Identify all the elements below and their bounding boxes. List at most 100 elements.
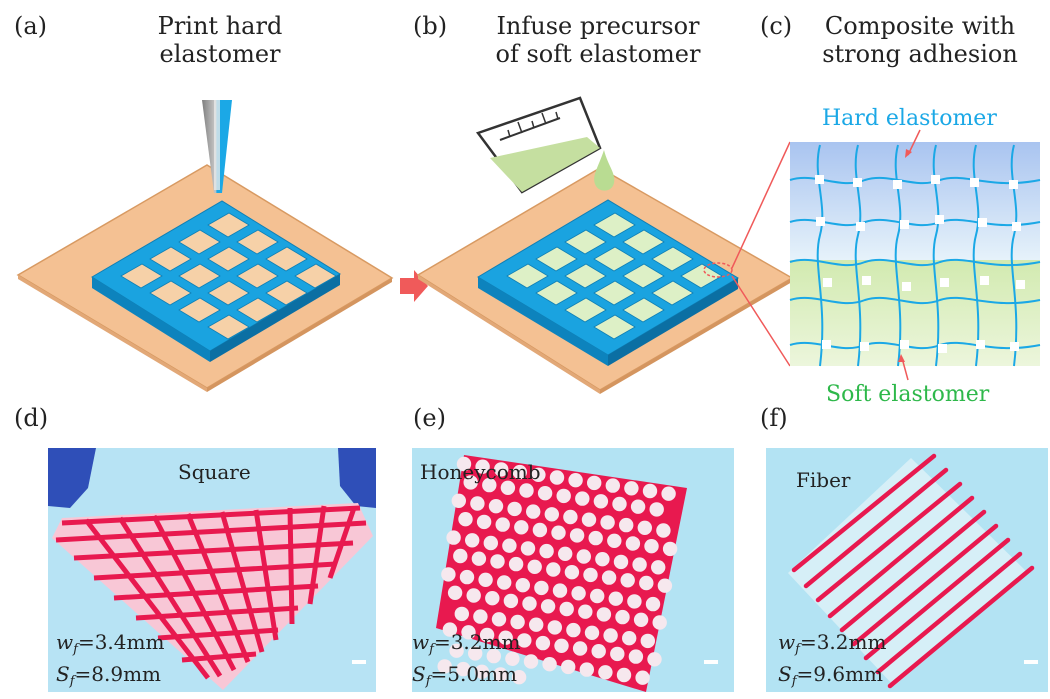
- honeycomb-cell-29: [563, 509, 578, 525]
- honeycomb-cell-43: [607, 533, 622, 548]
- panel-e-label: (e): [413, 404, 446, 432]
- honeycomb-cell-16: [537, 486, 553, 501]
- honeycomb-cell-10: [642, 483, 658, 499]
- honeycomb-cell-78: [571, 586, 586, 601]
- honeycomb-cell-48: [465, 533, 480, 548]
- honeycomb-cell-127: [616, 667, 632, 683]
- photo-fiber: Fiber wf=3.2mm Sf=9.6mm: [766, 448, 1048, 692]
- scale-bar-f: [1024, 660, 1038, 664]
- honeycomb-cell-31: [600, 515, 615, 530]
- honeycomb-cell-110: [517, 633, 532, 648]
- honeycomb-cell-64: [546, 562, 561, 577]
- honeycomb-cell-73: [478, 572, 493, 587]
- honeycomb-cell-87: [522, 596, 537, 611]
- honeycomb-cell-103: [603, 628, 618, 643]
- honeycomb-cell-25: [488, 499, 504, 514]
- panel-b-label: (b): [413, 12, 448, 40]
- honeycomb-cell-12: [463, 475, 478, 490]
- honeycomb-cell-62: [508, 556, 524, 572]
- honeycomb-cell-57: [632, 557, 647, 572]
- honeycomb-cell-5: [549, 470, 565, 485]
- honeycomb-cell-53: [558, 546, 573, 561]
- honeycomb-cell-104: [622, 631, 637, 646]
- width-spacing-readout-d: wf=3.4mm Sf=8.9mm: [56, 630, 165, 689]
- honeycomb-cell-131: [474, 664, 490, 679]
- panel-a-title: Print hard elastomer: [157, 12, 283, 68]
- honeycomb-cell-38: [514, 520, 529, 535]
- honeycomb-cell-49: [483, 535, 498, 551]
- honeycomb-cell-11: [661, 486, 676, 501]
- honeycomb-cell-97: [491, 612, 507, 627]
- honeycomb-cell-60: [471, 551, 487, 566]
- honeycomb-cell-15: [519, 483, 534, 498]
- honeycomb-cell-27: [526, 504, 541, 519]
- honeycomb-cell-26: [507, 501, 522, 517]
- honeycomb-cell-4: [531, 467, 546, 482]
- panel-c-title-line2: strong adhesion: [822, 40, 1018, 68]
- honeycomb-cell-72: [459, 569, 475, 585]
- honeycomb-cell-19: [593, 494, 609, 509]
- honeycomb-cell-121: [505, 651, 520, 666]
- honeycomb-lattice-sample: [412, 448, 734, 692]
- honeycomb-cell-7: [587, 475, 602, 491]
- honeycomb-cell-69: [639, 575, 654, 591]
- honeycomb-cell-67: [601, 570, 617, 585]
- beaker-icon: [475, 96, 602, 194]
- soft-elastomer-label: Soft elastomer: [826, 382, 990, 407]
- honeycomb-cell-52: [539, 543, 554, 559]
- honeycomb-cell-114: [591, 644, 606, 659]
- composite-zoom-c: [789, 129, 1041, 381]
- honeycomb-cell-112: [554, 638, 569, 653]
- honeycomb-cell-46: [662, 541, 678, 557]
- honeycomb-cell-63: [527, 559, 542, 574]
- panel-b-title: Infuse precursor of soft elastomer: [478, 12, 718, 68]
- honeycomb-cell-86: [503, 593, 519, 609]
- honeycomb-cell-115: [610, 646, 625, 662]
- honeycomb-cell-6: [568, 473, 583, 488]
- square-lattice-sample: [48, 448, 376, 692]
- honeycomb-cell-23: [451, 493, 466, 508]
- honeycomb-cell-3: [512, 464, 527, 480]
- honeycomb-cell-91: [596, 607, 612, 622]
- honeycomb-cell-83: [447, 585, 463, 600]
- honeycomb-cell-14: [500, 480, 516, 495]
- honeycomb-cell-0: [456, 456, 472, 472]
- honeycomb-cell-101: [566, 622, 581, 638]
- honeycomb-cell-122: [523, 654, 539, 669]
- honeycomb-cell-82: [645, 596, 661, 612]
- panel-c-title: Composite with strong adhesion: [800, 12, 1040, 68]
- panel-b-title-line2: of soft elastomer: [495, 40, 701, 68]
- honeycomb-cell-108: [479, 627, 495, 643]
- lattice-infused-b: [477, 199, 739, 366]
- honeycomb-cell-75: [515, 578, 530, 593]
- honeycomb-cell-85: [485, 591, 500, 606]
- honeycomb-cell-45: [644, 539, 659, 554]
- schematic-drawings: [16, 96, 1041, 394]
- width-spacing-readout-f: wf=3.2mm Sf=9.6mm: [778, 630, 887, 689]
- honeycomb-cell-41: [569, 528, 585, 543]
- honeycomb-cell-30: [581, 512, 597, 527]
- honeycomb-cell-34: [656, 523, 671, 538]
- honeycomb-cell-119: [468, 646, 483, 661]
- honeycomb-cell-133: [511, 670, 527, 685]
- honeycomb-cell-128: [635, 670, 650, 685]
- honeycomb-cell-40: [551, 525, 566, 540]
- honeycomb-cell-79: [590, 588, 605, 604]
- honeycomb-cell-2: [494, 462, 509, 477]
- honeycomb-cell-125: [579, 662, 594, 677]
- honeycomb-cell-1: [475, 459, 490, 474]
- honeycomb-cell-100: [547, 620, 562, 635]
- honeycomb-cell-13: [482, 477, 497, 493]
- honeycomb-cell-58: [651, 560, 666, 575]
- precursor-drop: [594, 150, 615, 191]
- honeycomb-cell-118: [449, 643, 464, 658]
- honeycomb-cell-66: [583, 567, 598, 583]
- photo-honeycomb: Honeycomb wf=3.2mm Sf=5.0mm: [412, 448, 734, 692]
- honeycomb-cell-76: [534, 580, 549, 596]
- panel-c-label: (c): [760, 12, 793, 40]
- honeycomb-cell-33: [637, 520, 652, 535]
- honeycomb-cell-88: [540, 599, 556, 614]
- honeycomb-cells: [437, 456, 678, 685]
- panel-a-label: (a): [14, 12, 48, 40]
- honeycomb-cell-54: [576, 549, 591, 564]
